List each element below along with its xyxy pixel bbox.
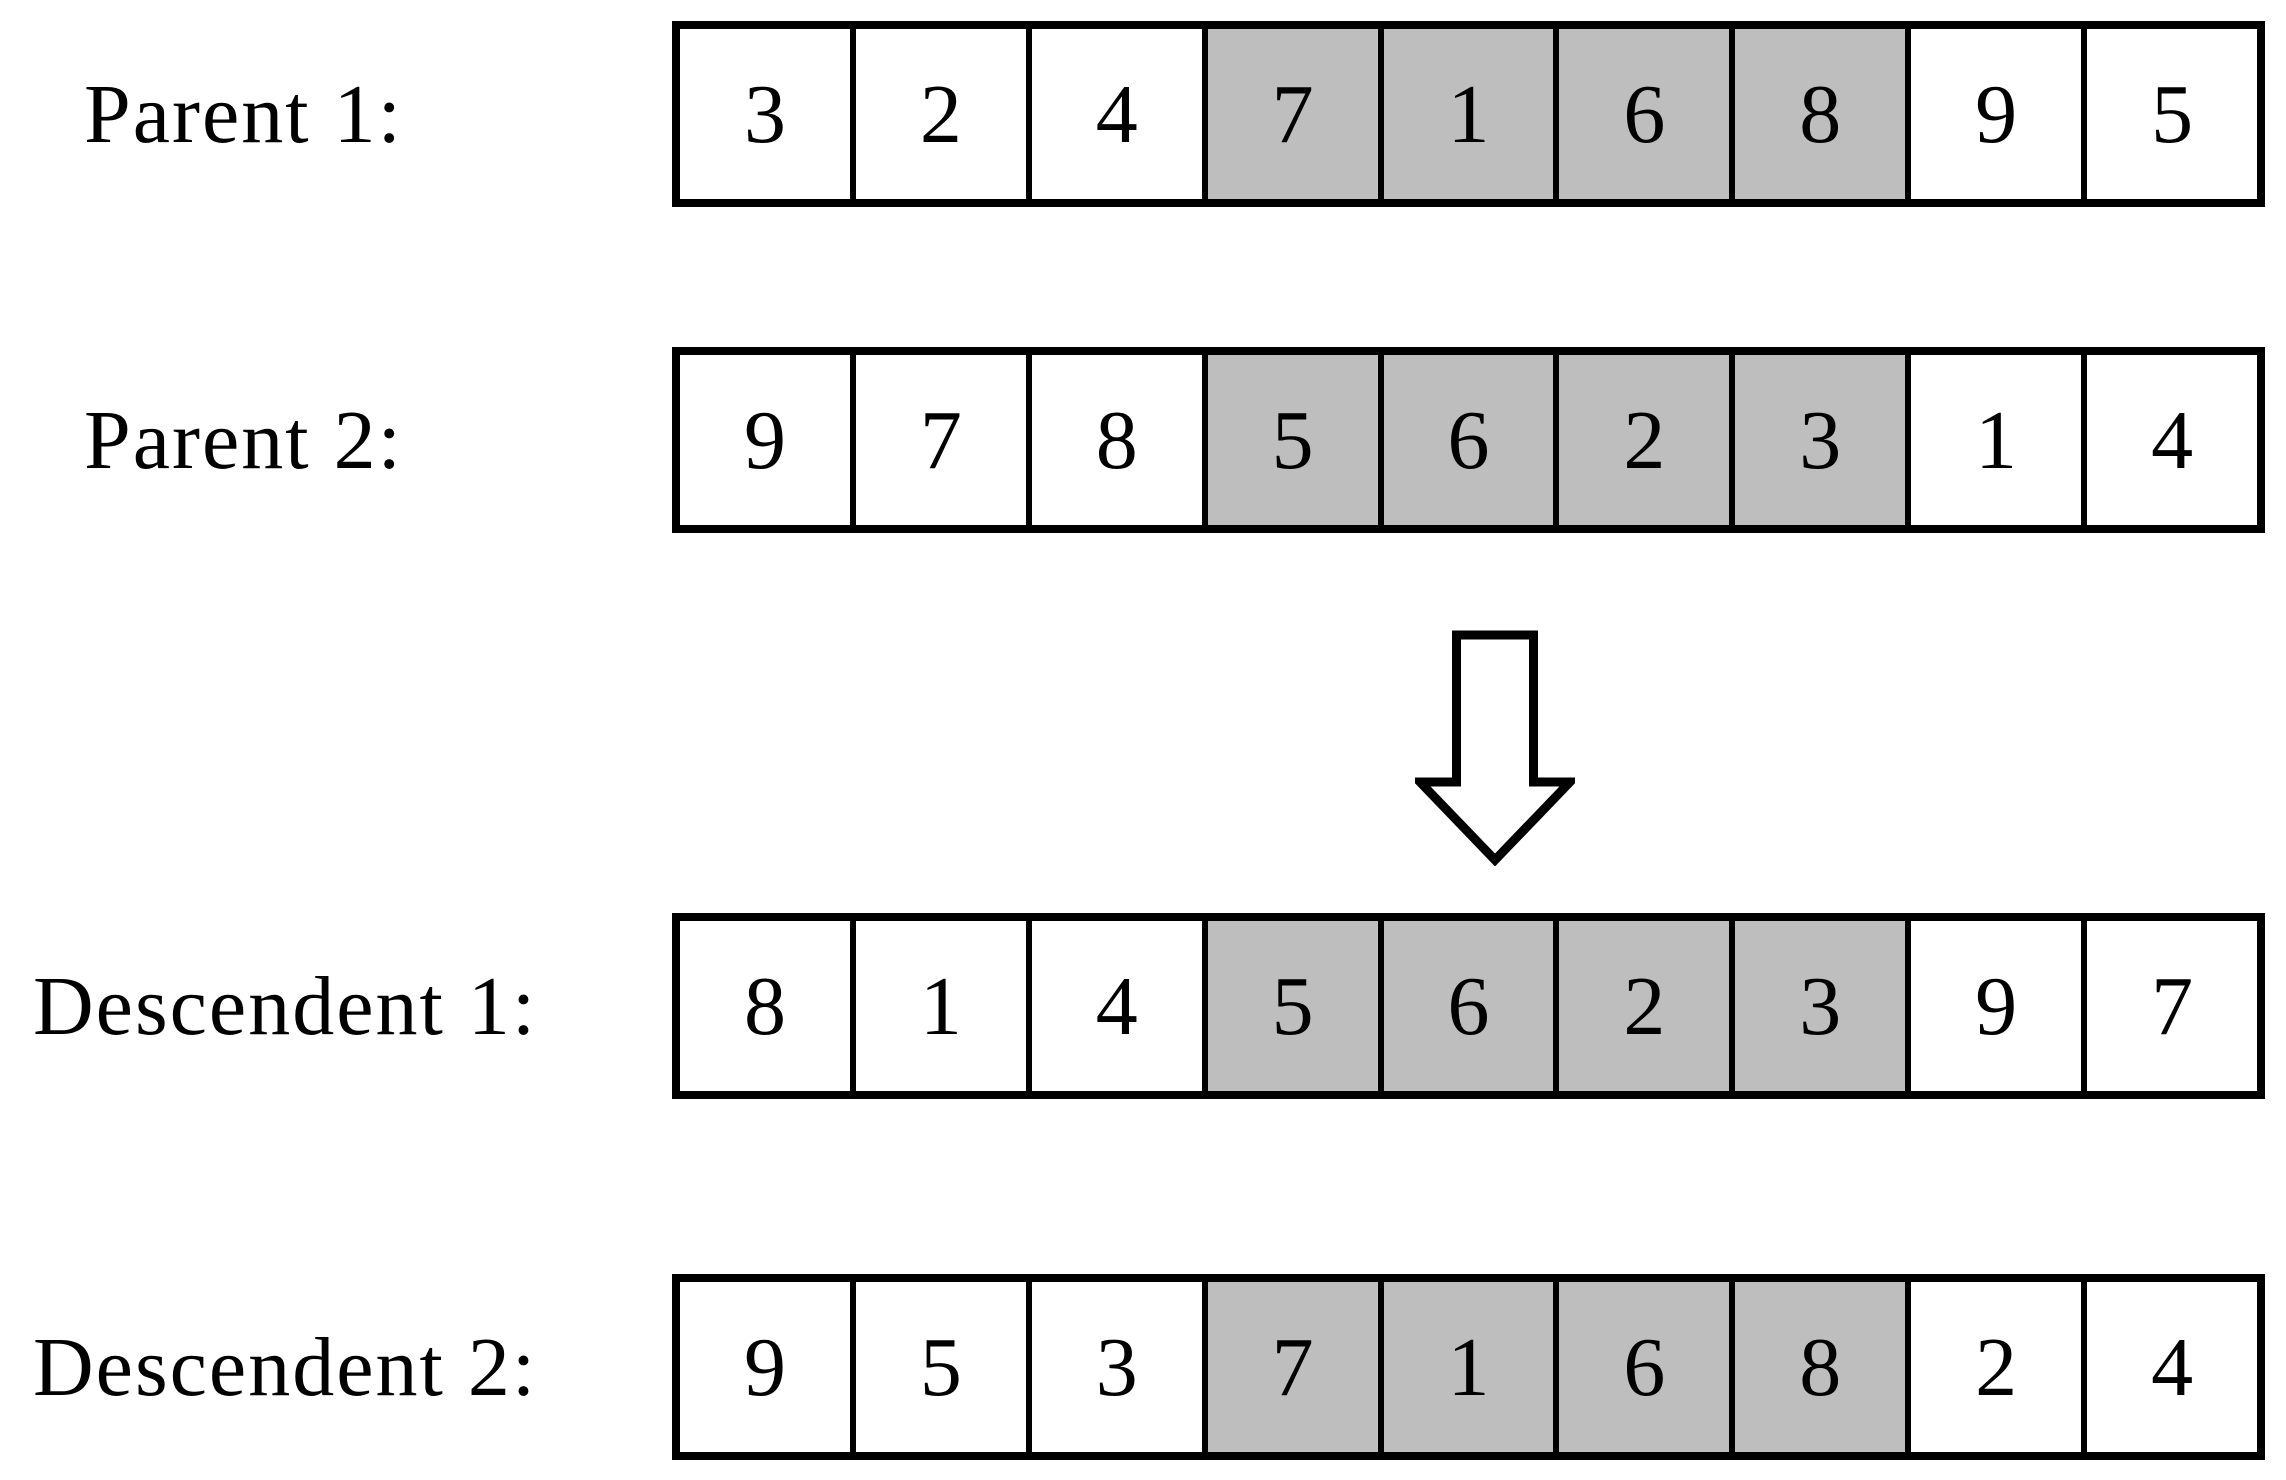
gene-cell: 7 xyxy=(849,355,1026,525)
gene-cell: 4 xyxy=(1025,921,1202,1091)
gene-cell: 8 xyxy=(1025,355,1202,525)
gene-cell-highlighted: 2 xyxy=(1553,921,1730,1091)
gene-cell: 7 xyxy=(2081,921,2258,1091)
row-label-descendent-2: Descendent 2: xyxy=(33,1320,538,1414)
gene-cell: 2 xyxy=(1905,1282,2082,1452)
gene-cell-highlighted: 7 xyxy=(1201,29,1378,199)
gene-cell: 5 xyxy=(849,1282,1026,1452)
row-label-parent-2: Parent 2: xyxy=(84,393,403,487)
gene-cell-highlighted: 6 xyxy=(1377,355,1554,525)
gene-cell: 4 xyxy=(2081,1282,2258,1452)
gene-cell-highlighted: 5 xyxy=(1201,355,1378,525)
gene-cell-highlighted: 1 xyxy=(1377,1282,1554,1452)
gene-cell-highlighted: 7 xyxy=(1201,1282,1378,1452)
gene-cell: 1 xyxy=(1905,355,2082,525)
gene-cell: 2 xyxy=(849,29,1026,199)
gene-cell-highlighted: 6 xyxy=(1377,921,1554,1091)
gene-cell: 9 xyxy=(680,355,850,525)
gene-cell: 4 xyxy=(2081,355,2258,525)
gene-cell: 8 xyxy=(680,921,850,1091)
gene-cell-highlighted: 5 xyxy=(1201,921,1378,1091)
gene-cell-highlighted: 6 xyxy=(1553,29,1730,199)
gene-cell: 3 xyxy=(1025,1282,1202,1452)
row-label-parent-1: Parent 1: xyxy=(84,67,403,161)
gene-cell-highlighted: 8 xyxy=(1729,29,1906,199)
gene-cell-highlighted: 3 xyxy=(1729,921,1906,1091)
gene-cell-highlighted: 2 xyxy=(1553,355,1730,525)
gene-cell: 5 xyxy=(2081,29,2258,199)
gene-cell: 9 xyxy=(680,1282,850,1452)
gene-cell: 3 xyxy=(680,29,850,199)
gene-cell-highlighted: 3 xyxy=(1729,355,1906,525)
gene-cell: 9 xyxy=(1905,921,2082,1091)
gene-cell-highlighted: 8 xyxy=(1729,1282,1906,1452)
gene-cell: 4 xyxy=(1025,29,1202,199)
row-label-descendent-1: Descendent 1: xyxy=(33,959,538,1053)
gene-cell-highlighted: 6 xyxy=(1553,1282,1730,1452)
gene-cell: 9 xyxy=(1905,29,2082,199)
down-arrow-icon xyxy=(1415,630,1575,866)
gene-cell: 1 xyxy=(849,921,1026,1091)
gene-cell-highlighted: 1 xyxy=(1377,29,1554,199)
